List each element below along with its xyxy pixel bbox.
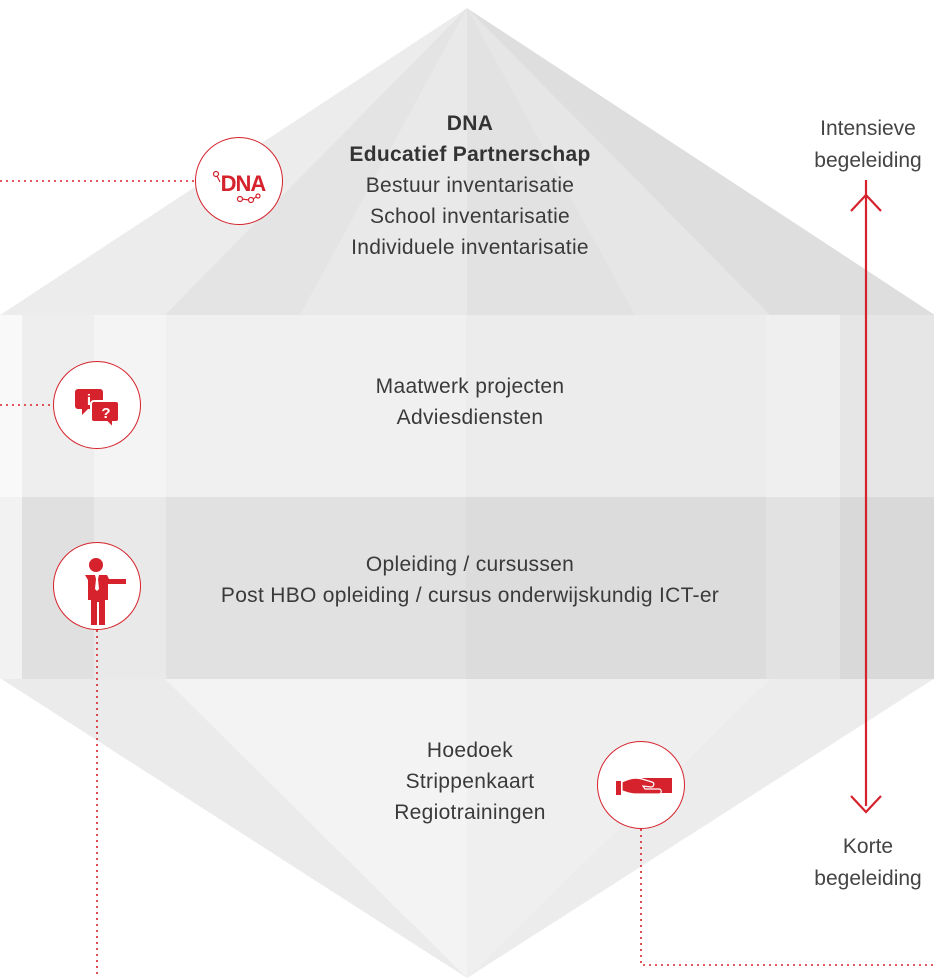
tier-bottom-line-1: Hoedoek	[426, 739, 514, 762]
tier-upper-middle-line-1: Maatwerk projecten	[375, 375, 565, 398]
tier-top-line-2: School inventarisatie	[369, 205, 571, 228]
svg-text:i: i	[87, 392, 91, 409]
tier-top-line-3: Individuele inventarisatie	[351, 236, 589, 259]
tier-upper-middle-text: Maatwerk projecten Adviesdiensten	[300, 371, 640, 433]
tier-top-text: DNA Educatief Partnerschap Bestuur inven…	[300, 108, 640, 263]
tier-bottom-line-2: Strippenkaart	[405, 770, 535, 793]
svg-text:DNA: DNA	[221, 171, 267, 196]
dna-logo-icon: DNA	[195, 137, 283, 225]
tier-upper-middle-line-2: Adviesdiensten	[396, 406, 544, 429]
svg-text:?: ?	[101, 405, 110, 422]
tier-lower-middle-line-2: Post HBO opleiding / cursus onderwijskun…	[220, 584, 720, 607]
hand-card-icon	[597, 741, 685, 829]
tier-top-subtitle: Educatief Partnerschap	[349, 143, 591, 166]
tier-top-title: DNA	[446, 112, 494, 135]
scale-top-line-2: begeleiding	[814, 149, 922, 172]
tier-bottom-text: Hoedoek Strippenkaart Regiotrainingen	[370, 735, 570, 828]
tier-lower-middle-line-1: Opleiding / cursussen	[365, 553, 575, 576]
info-question-chat-icon: i ?	[53, 361, 141, 449]
presenter-icon	[53, 542, 141, 630]
scale-bottom-label: Korte begeleiding	[798, 831, 934, 895]
scale-bottom-line-2: begeleiding	[814, 867, 922, 890]
scale-bottom-line-1: Korte	[842, 835, 894, 858]
tier-bottom-line-3: Regiotrainingen	[394, 801, 546, 824]
connector-hand	[640, 829, 934, 966]
tier-top-line-1: Bestuur inventarisatie	[365, 174, 575, 197]
scale-top-label: Intensieve begeleiding	[798, 113, 934, 177]
tier-lower-middle-text: Opleiding / cursussen Post HBO opleiding…	[160, 549, 780, 611]
scale-top-line-1: Intensieve	[820, 117, 916, 140]
